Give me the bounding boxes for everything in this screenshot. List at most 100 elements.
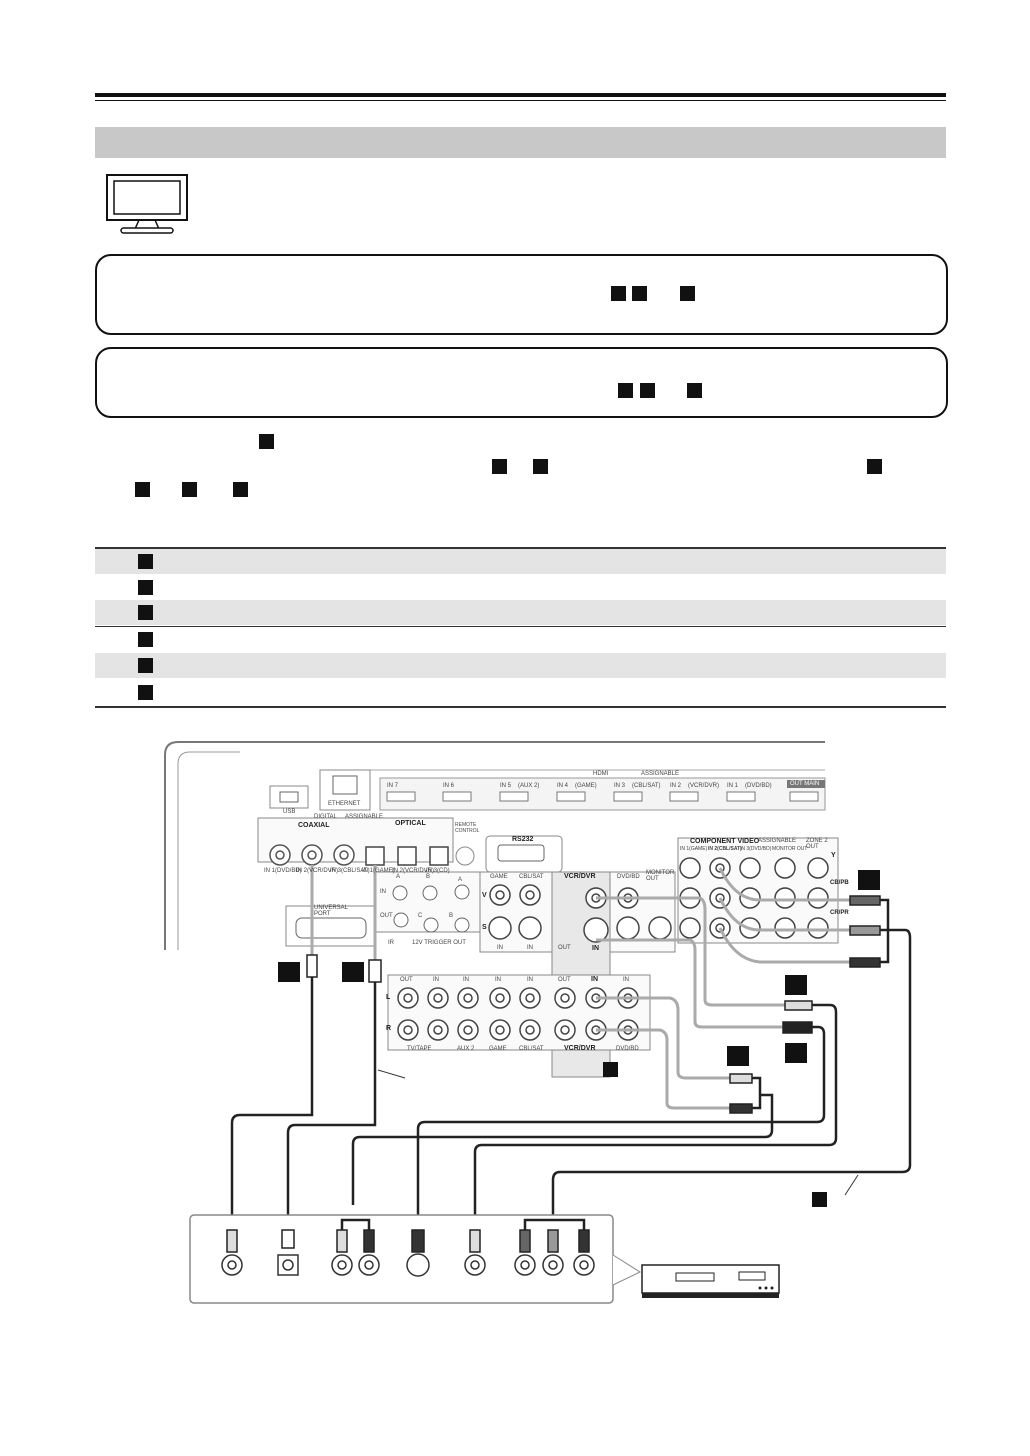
component-monitor-out-label: MONITOR OUT: [772, 846, 808, 852]
video-game-label: GAME: [490, 874, 508, 880]
hdmi-in4-label: IN 4: [557, 783, 569, 789]
table-row: [95, 627, 946, 652]
ir-label: IR: [388, 940, 394, 946]
ref-square: [867, 459, 882, 474]
usb-label: USB: [283, 809, 296, 815]
hdmi-in2-sub-label: (VCR/DVR): [688, 783, 719, 789]
remote-control-label: REMOTE CONTROL: [455, 822, 480, 834]
audio-tvtape-label: TV/TAPE: [407, 1046, 432, 1052]
hdmi-in7-label: IN 7: [387, 783, 399, 789]
note-box-2: [95, 347, 948, 418]
section-heading-bar: [95, 127, 946, 158]
header-rule: [95, 93, 946, 97]
video-vcrdvr-in-label: IN: [592, 945, 599, 952]
audio-aux2-label: AUX 2: [457, 1046, 475, 1052]
audio-vcrdvr-label: VCR/DVR: [564, 1045, 596, 1052]
optical-label: OPTICAL: [395, 820, 426, 827]
video-cblsat-label: CBL/SAT: [519, 874, 544, 880]
ref-square: [632, 286, 647, 301]
hdmi-in3-sub-label: (CBL/SAT): [632, 783, 661, 789]
table-row: [95, 574, 946, 599]
table-row: [95, 549, 946, 574]
trigger-c-label: C: [418, 913, 423, 919]
ethernet-label: ETHERNET: [328, 801, 361, 807]
video-vcrdvr-label: VCR/DVR: [564, 873, 596, 880]
coax-in2-label: IN 2(VCR/DVR): [296, 868, 339, 874]
audio-dvdbd-in-label: IN: [623, 977, 629, 983]
trigger-b2-label: B: [449, 913, 454, 919]
ir-out-label: OUT: [380, 913, 393, 919]
ir-in-label: IN: [380, 889, 386, 895]
hdmi-out-label: OUT MAIN: [790, 781, 820, 787]
coax-in1-label: IN 1(DVD/BD): [264, 868, 302, 874]
optical-in1-label: IN 1(GAME): [362, 868, 395, 874]
trigger-a2-label: A: [458, 877, 463, 883]
video-monitor-out-label: MONITOR OUT: [646, 870, 675, 882]
audio-vcrdvr-out-label: OUT: [558, 977, 571, 983]
note-box-1: [95, 254, 948, 335]
hdmi-in5-label: IN 5: [500, 783, 512, 789]
table-row: [95, 600, 946, 625]
component-video-label: COMPONENT VIDEO: [690, 838, 760, 845]
video-cblsat-in-label: IN: [527, 945, 533, 951]
hdmi-in2-label: IN 2: [670, 783, 682, 789]
component-in1-label: IN 1(GAME): [680, 846, 708, 852]
row-r-label: R: [386, 1025, 392, 1032]
ref-square: [680, 286, 695, 301]
hdmi-in1-sub-label: (DVD/BD): [745, 783, 772, 789]
audio-game-in-label: IN: [495, 977, 501, 983]
video-dvdbd-label: DVD/BD: [617, 874, 640, 880]
header-rule-thin: [95, 100, 946, 101]
component-in3-label: IN 3(DVD/BD): [740, 846, 772, 852]
video-vcrdvr-out-label: OUT: [558, 945, 571, 951]
row-l-label: L: [386, 994, 391, 1001]
audio-aux2-in-label: IN: [463, 977, 469, 983]
optical-in2-label: IN 2(VCR/DVR): [392, 868, 435, 874]
ref-square: [640, 383, 655, 398]
audio-tvtape-out-label: OUT: [400, 977, 413, 983]
trigger-out-label: 12V TRIGGER OUT: [412, 940, 466, 946]
optical-in3-label: IN 3(CD): [426, 868, 450, 874]
audio-cblsat-in-label: IN: [527, 977, 533, 983]
ref-square: [182, 482, 197, 497]
table-top-rule: [95, 547, 946, 549]
digital-assignable-label: ASSIGNABLE: [345, 814, 384, 820]
ref-square: [135, 482, 150, 497]
hdmi-label: HDMI: [593, 771, 609, 777]
coaxial-label: COAXIAL: [298, 822, 330, 829]
rs232-label: RS232: [512, 836, 534, 843]
audio-tvtape-in-label: IN: [433, 977, 439, 983]
universal-port-label: UNIVERSAL PORT: [314, 905, 348, 917]
audio-game-label: GAME: [489, 1046, 507, 1052]
tv-icon: [106, 174, 188, 234]
ref-square: [611, 286, 626, 301]
hdmi-in6-label: IN 6: [443, 783, 455, 789]
table-row: [95, 679, 946, 704]
coax-in3-label: IN 3(CBL/SAT): [330, 868, 370, 874]
hdmi-assignable-label: ASSIGNABLE: [641, 771, 680, 777]
hdmi-in1-label: IN 1: [727, 783, 739, 789]
table-row: [95, 653, 946, 678]
table-divider: [95, 626, 946, 627]
ref-square: [687, 383, 702, 398]
ref-square: [618, 383, 633, 398]
audio-cblsat-label: CBL/SAT: [519, 1046, 544, 1052]
component-cr-label: CR/PR: [830, 910, 849, 916]
row-v-label: V: [482, 892, 487, 899]
hdmi-in3-label: IN 3: [614, 783, 626, 789]
component-in2-label: IN 2(CBL/SAT): [708, 846, 742, 852]
ref-square: [259, 434, 274, 449]
component-y-label: Y: [831, 852, 836, 859]
ref-square: [233, 482, 248, 497]
video-game-in-label: IN: [497, 945, 503, 951]
zone2-out-label: ZONE 2 OUT: [806, 838, 828, 850]
trigger-a-label: A: [396, 874, 401, 880]
table-bottom-rule: [95, 706, 946, 708]
audio-dvdbd-label: DVD/BD: [616, 1046, 639, 1052]
ref-square: [533, 459, 548, 474]
row-s-label: S: [482, 924, 487, 931]
trigger-b-label: B: [426, 874, 431, 880]
digital-label: DIGITAL: [314, 814, 337, 820]
hdmi-in5-sub-label: (AUX 2): [518, 783, 540, 789]
hdmi-in4-sub-label: (GAME): [575, 783, 597, 789]
